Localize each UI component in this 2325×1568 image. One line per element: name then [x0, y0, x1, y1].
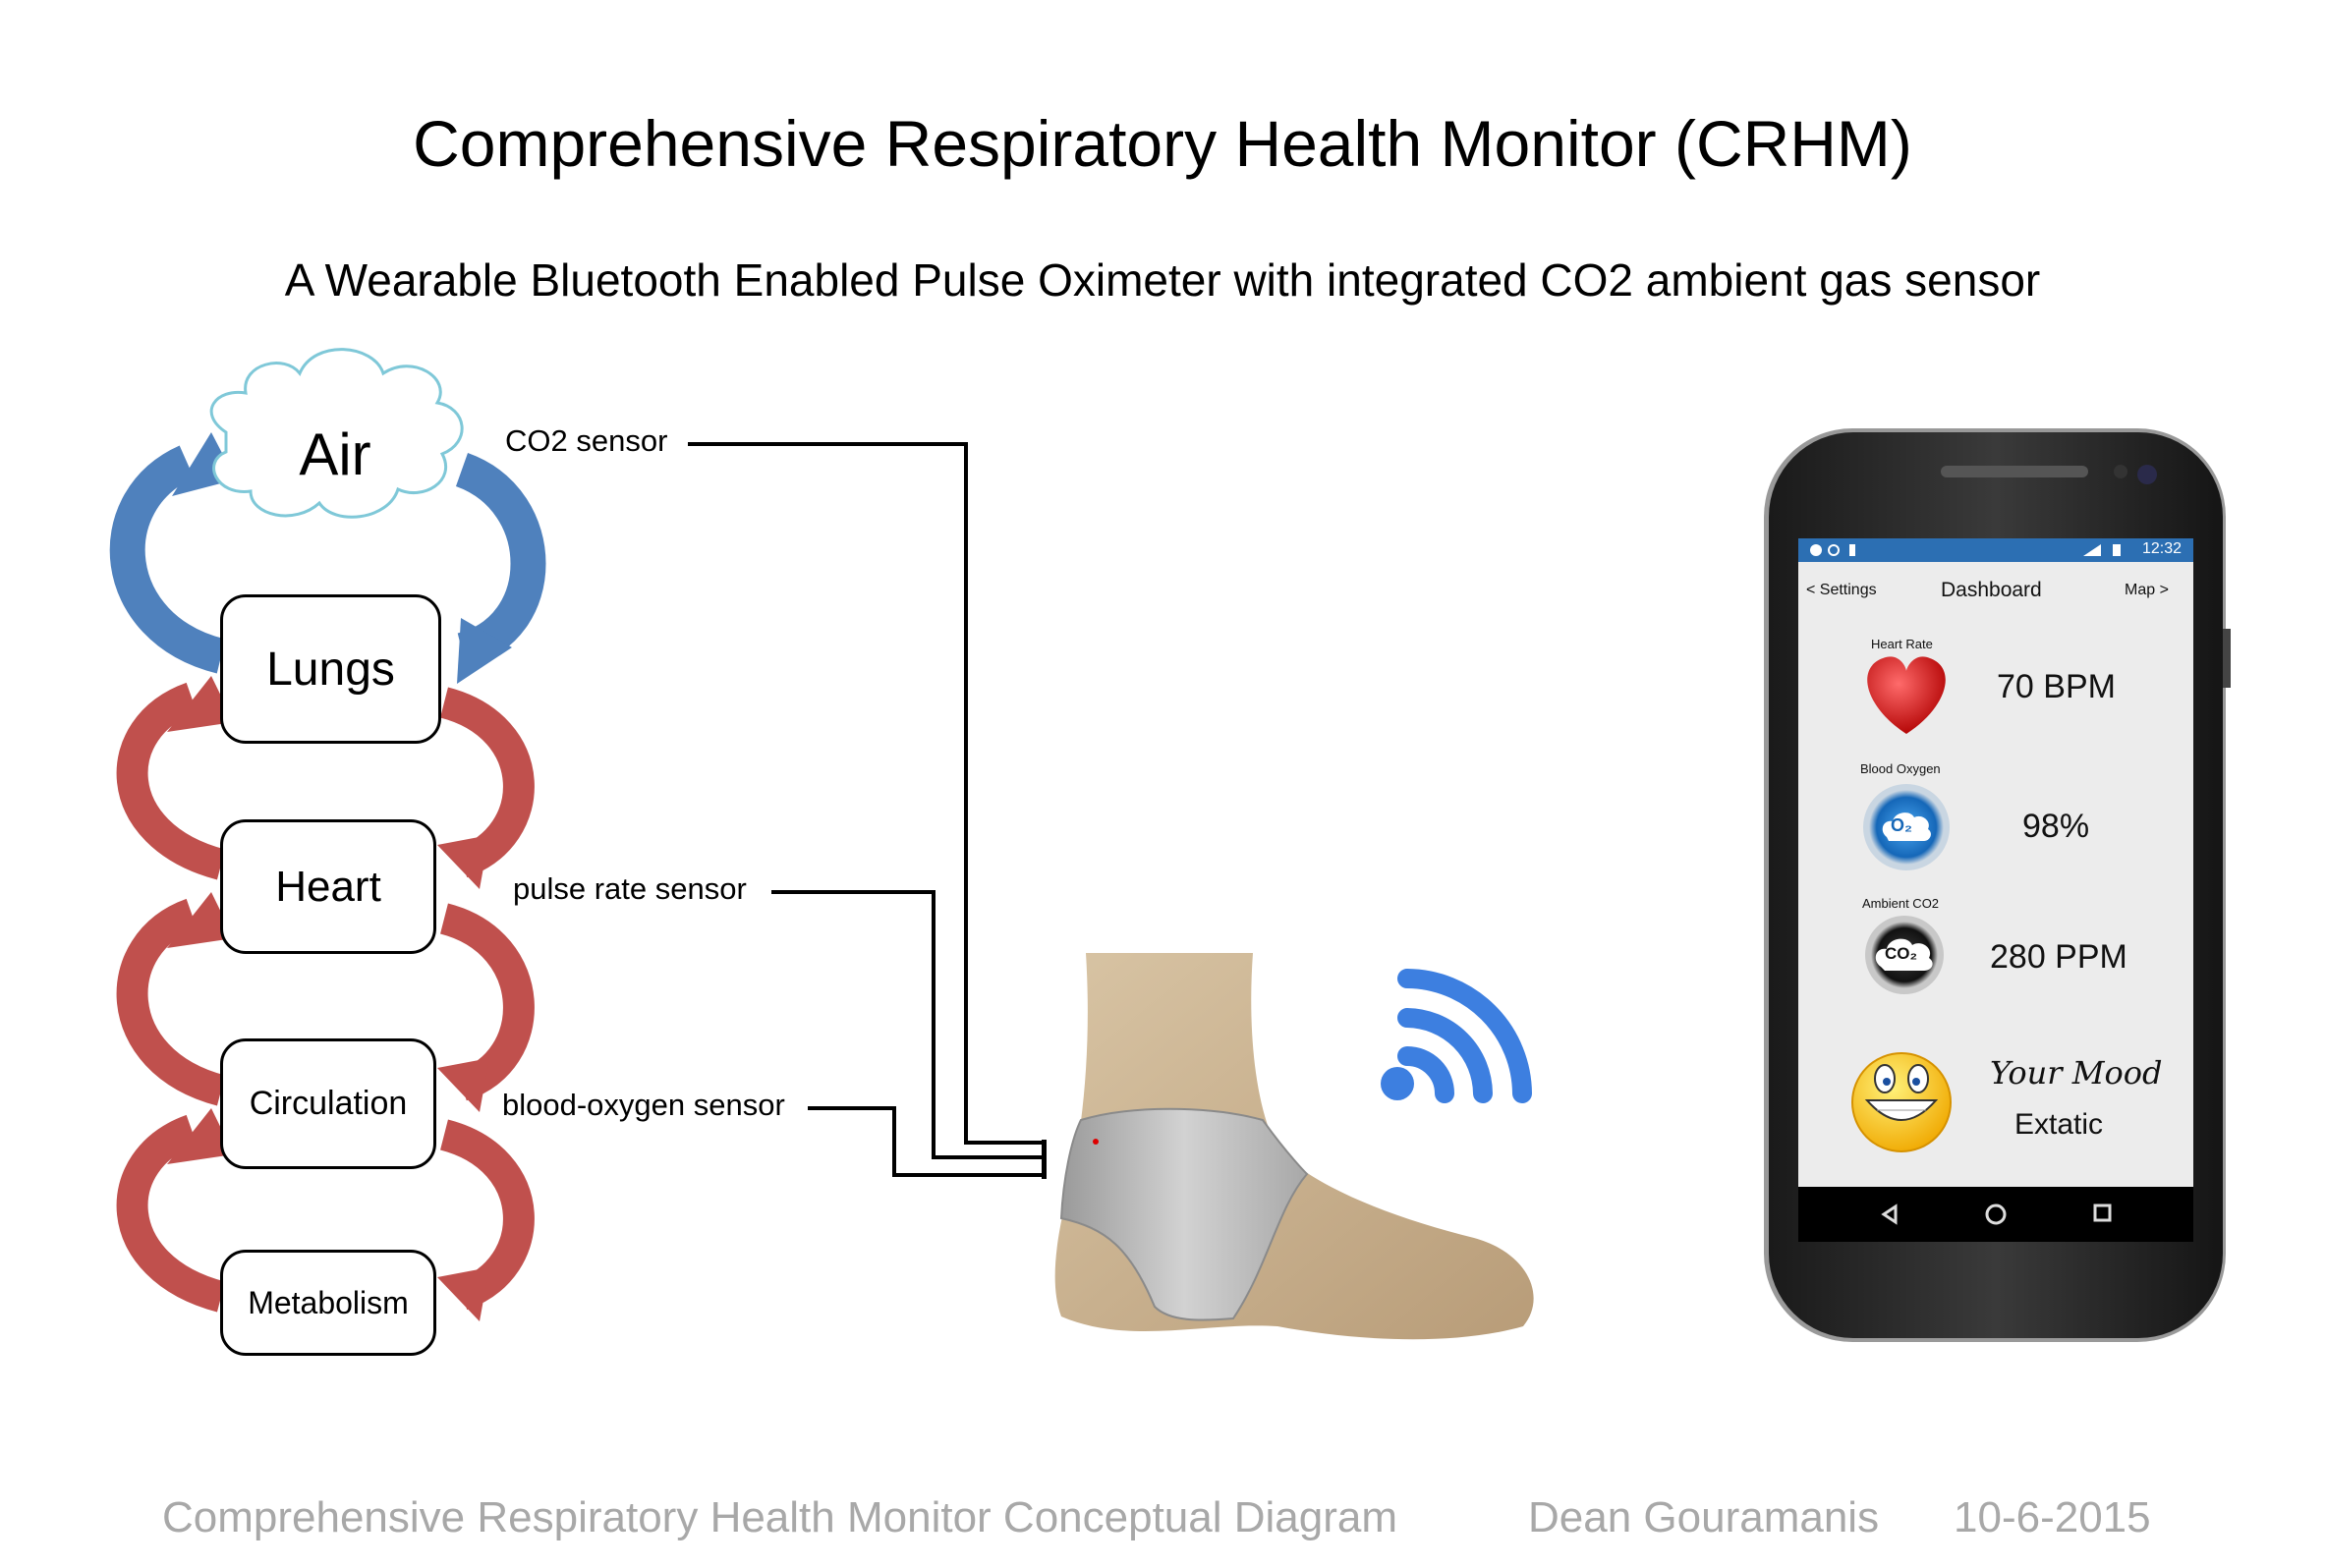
node-lungs: Lungs: [220, 594, 441, 744]
footer-caption: Comprehensive Respiratory Health Monitor…: [162, 1493, 1398, 1541]
page-subtitle: A Wearable Bluetooth Enabled Pulse Oxime…: [284, 254, 2041, 306]
recents-icon[interactable]: [2093, 1204, 2112, 1222]
o2-cloud-icon: [1863, 784, 1950, 870]
node-heart: Heart: [220, 819, 436, 954]
air-label: Air: [299, 421, 371, 487]
co2-icon-text: CO₂: [1885, 944, 1918, 963]
o2-icon-text: O₂: [1891, 815, 1912, 835]
node-label: Heart: [275, 862, 381, 911]
home-icon[interactable]: [1985, 1204, 2007, 1225]
node-label: Lungs: [266, 643, 395, 696]
status-bar-icons: [1810, 544, 2121, 556]
pulse-sensor-label: pulse rate sensor: [513, 871, 747, 906]
arrow-lungs-to-air: [109, 445, 226, 674]
mood-value: Extatic: [2014, 1108, 2104, 1141]
heart-rate-label: Heart Rate: [1871, 637, 1933, 651]
node-circulation: Circulation: [220, 1038, 436, 1169]
back-icon[interactable]: [1881, 1204, 1898, 1225]
ambient-co2-value: 280 PPM: [1990, 938, 2127, 976]
settings-link[interactable]: < Settings: [1806, 582, 1877, 598]
node-label: Metabolism: [248, 1284, 409, 1320]
heart-icon: [1867, 656, 1946, 734]
heart-rate-value: 70 BPM: [1997, 668, 2116, 705]
oxygen-sensor-label: blood-oxygen sensor: [502, 1088, 785, 1122]
arrow-head: [457, 618, 512, 684]
map-link[interactable]: Map >: [2125, 582, 2169, 598]
wire-terminal: [1042, 1140, 1047, 1179]
arrow-air-to-lungs: [455, 453, 546, 668]
air-cloud-icon: [209, 348, 464, 519]
sensor-wires: [688, 442, 1045, 1177]
dashboard-title: Dashboard: [1941, 579, 2042, 601]
red-cycle-arrows: [116, 682, 535, 1313]
ambient-co2-label: Ambient CO2: [1862, 896, 1940, 911]
blood-oxygen-label: Blood Oxygen: [1860, 761, 1941, 776]
bluetooth-signal-icon: [1397, 969, 1532, 1103]
bluetooth-dot: [1381, 1067, 1414, 1100]
blood-oxygen-value: 98%: [2022, 808, 2090, 845]
status-time: 12:32: [2142, 540, 2183, 557]
foot-with-ankle-sensor: [1054, 953, 1534, 1340]
node-metabolism: Metabolism: [220, 1250, 436, 1356]
smiley-icon: [1851, 1052, 1952, 1152]
co2-sensor-label: CO2 sensor: [505, 423, 668, 458]
node-label: Circulation: [249, 1085, 408, 1122]
red-arrow-heads: [167, 676, 489, 1321]
footer-author: Dean Gouramanis: [1528, 1493, 1880, 1541]
page-title: Comprehensive Respiratory Health Monitor…: [413, 107, 1912, 180]
mood-label: Your Mood: [1990, 1054, 2163, 1092]
footer-date: 10-6-2015: [1954, 1493, 2151, 1541]
co2-cloud-icon: [1865, 916, 1944, 994]
